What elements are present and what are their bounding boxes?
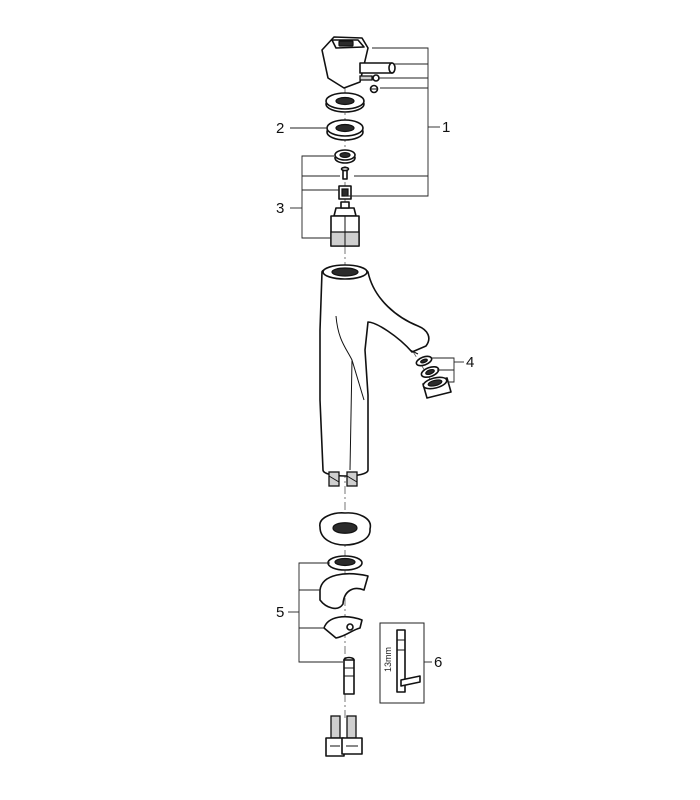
handle-set-screw xyxy=(369,84,379,94)
callout-4: 4 xyxy=(466,354,474,371)
cartridge-nut xyxy=(334,149,356,164)
fixing-seal-ring xyxy=(327,555,363,571)
tool-dimension-label: 13mm xyxy=(383,647,393,672)
callout-2: 2 xyxy=(276,120,284,137)
aerator-insert xyxy=(420,365,440,379)
leader-lines xyxy=(288,47,464,663)
handle-screw xyxy=(359,74,380,82)
callout-5: 5 xyxy=(276,604,284,621)
hose-connectors xyxy=(325,715,363,757)
cartridge-adapter xyxy=(338,185,352,200)
fixing-bracket xyxy=(323,615,363,639)
callout-1: 1 xyxy=(442,119,450,136)
cap-ring-lower xyxy=(326,119,364,141)
supply-hoses xyxy=(328,471,358,487)
ceramic-cartridge xyxy=(330,201,360,247)
callout-6: 6 xyxy=(434,654,442,671)
cap-ring-upper xyxy=(325,92,365,113)
fixing-horseshoe-plate xyxy=(319,573,369,610)
base-flange-plate xyxy=(319,512,372,546)
cartridge-pin xyxy=(340,166,350,180)
handle-lever xyxy=(321,36,396,89)
faucet-body xyxy=(319,264,430,477)
callout-3: 3 xyxy=(276,200,284,217)
hex-key-tool xyxy=(396,629,421,693)
aerator-housing xyxy=(422,376,452,399)
aerator-washer xyxy=(415,355,433,367)
threaded-rod xyxy=(343,656,355,695)
